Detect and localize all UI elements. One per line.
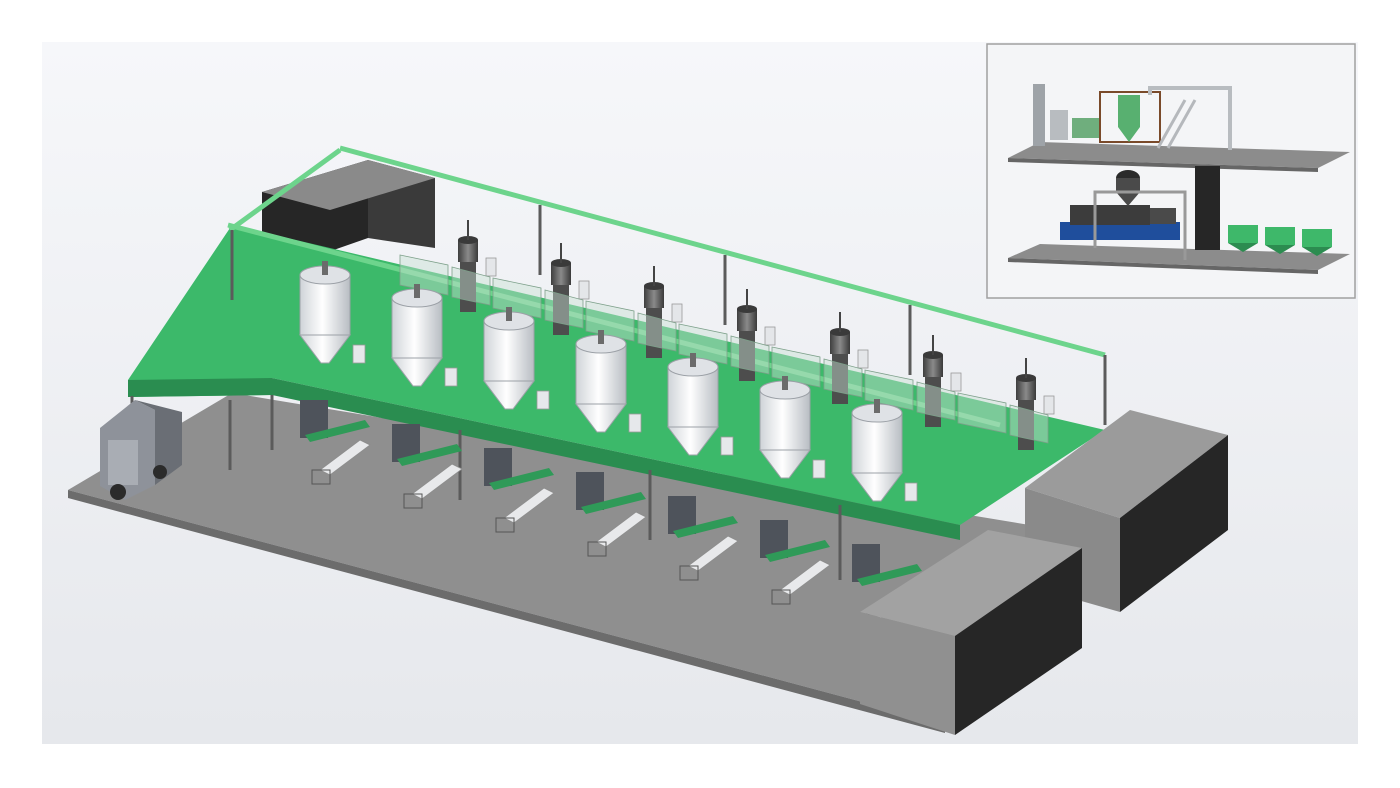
bagging-machine-icon: [576, 472, 647, 557]
forklift-icon: [100, 400, 182, 500]
mixing-tank-icon: [483, 307, 550, 410]
inset-lower-floor: [1008, 244, 1350, 270]
glass-cabinet: [492, 277, 584, 329]
mixing-tank-icon: [391, 284, 458, 387]
overhead-pipe-frame: [227, 145, 1106, 428]
inset-dark-wall: [1195, 166, 1220, 250]
bagging-machine-icon: [484, 448, 555, 533]
inset-dryer-hopper: [1116, 170, 1140, 206]
mixing-tank-row: [299, 261, 918, 502]
bagging-machine-icon: [300, 400, 371, 485]
storage-bin-icon: [1228, 225, 1332, 256]
inset-upper-floor: [1008, 142, 1350, 168]
inset-staircase: [1156, 99, 1197, 149]
extruder-icon: [1060, 205, 1180, 240]
ground-floor-slab: [68, 393, 1090, 733]
inset-mixer-tower: [1099, 91, 1161, 143]
mixing-tank-icon: [667, 353, 734, 456]
glass-cabinet: [957, 392, 1049, 444]
bagging-machine-icon: [392, 424, 463, 509]
bagging-machine-icon: [668, 496, 739, 581]
mixing-tank-icon: [575, 330, 642, 433]
pipe-supports: [230, 205, 1107, 425]
mixing-tank-icon: [759, 376, 826, 479]
storage-room-front: [860, 530, 1082, 735]
inset-frame-structure: [1093, 190, 1187, 260]
bagging-line-row: [300, 400, 923, 629]
bagging-machine-icon: [760, 520, 831, 605]
inset-pipe-gantry: [1148, 86, 1232, 150]
dryer-hopper-icon: [830, 312, 869, 404]
mixing-tank-icon: [851, 399, 918, 502]
glass-cabinet: [585, 300, 677, 352]
inset-detail-panel: [986, 43, 1356, 299]
mixing-tank-icon: [299, 261, 366, 364]
glass-cabinet: [399, 254, 491, 306]
inset-dust-collector: [1033, 84, 1100, 146]
